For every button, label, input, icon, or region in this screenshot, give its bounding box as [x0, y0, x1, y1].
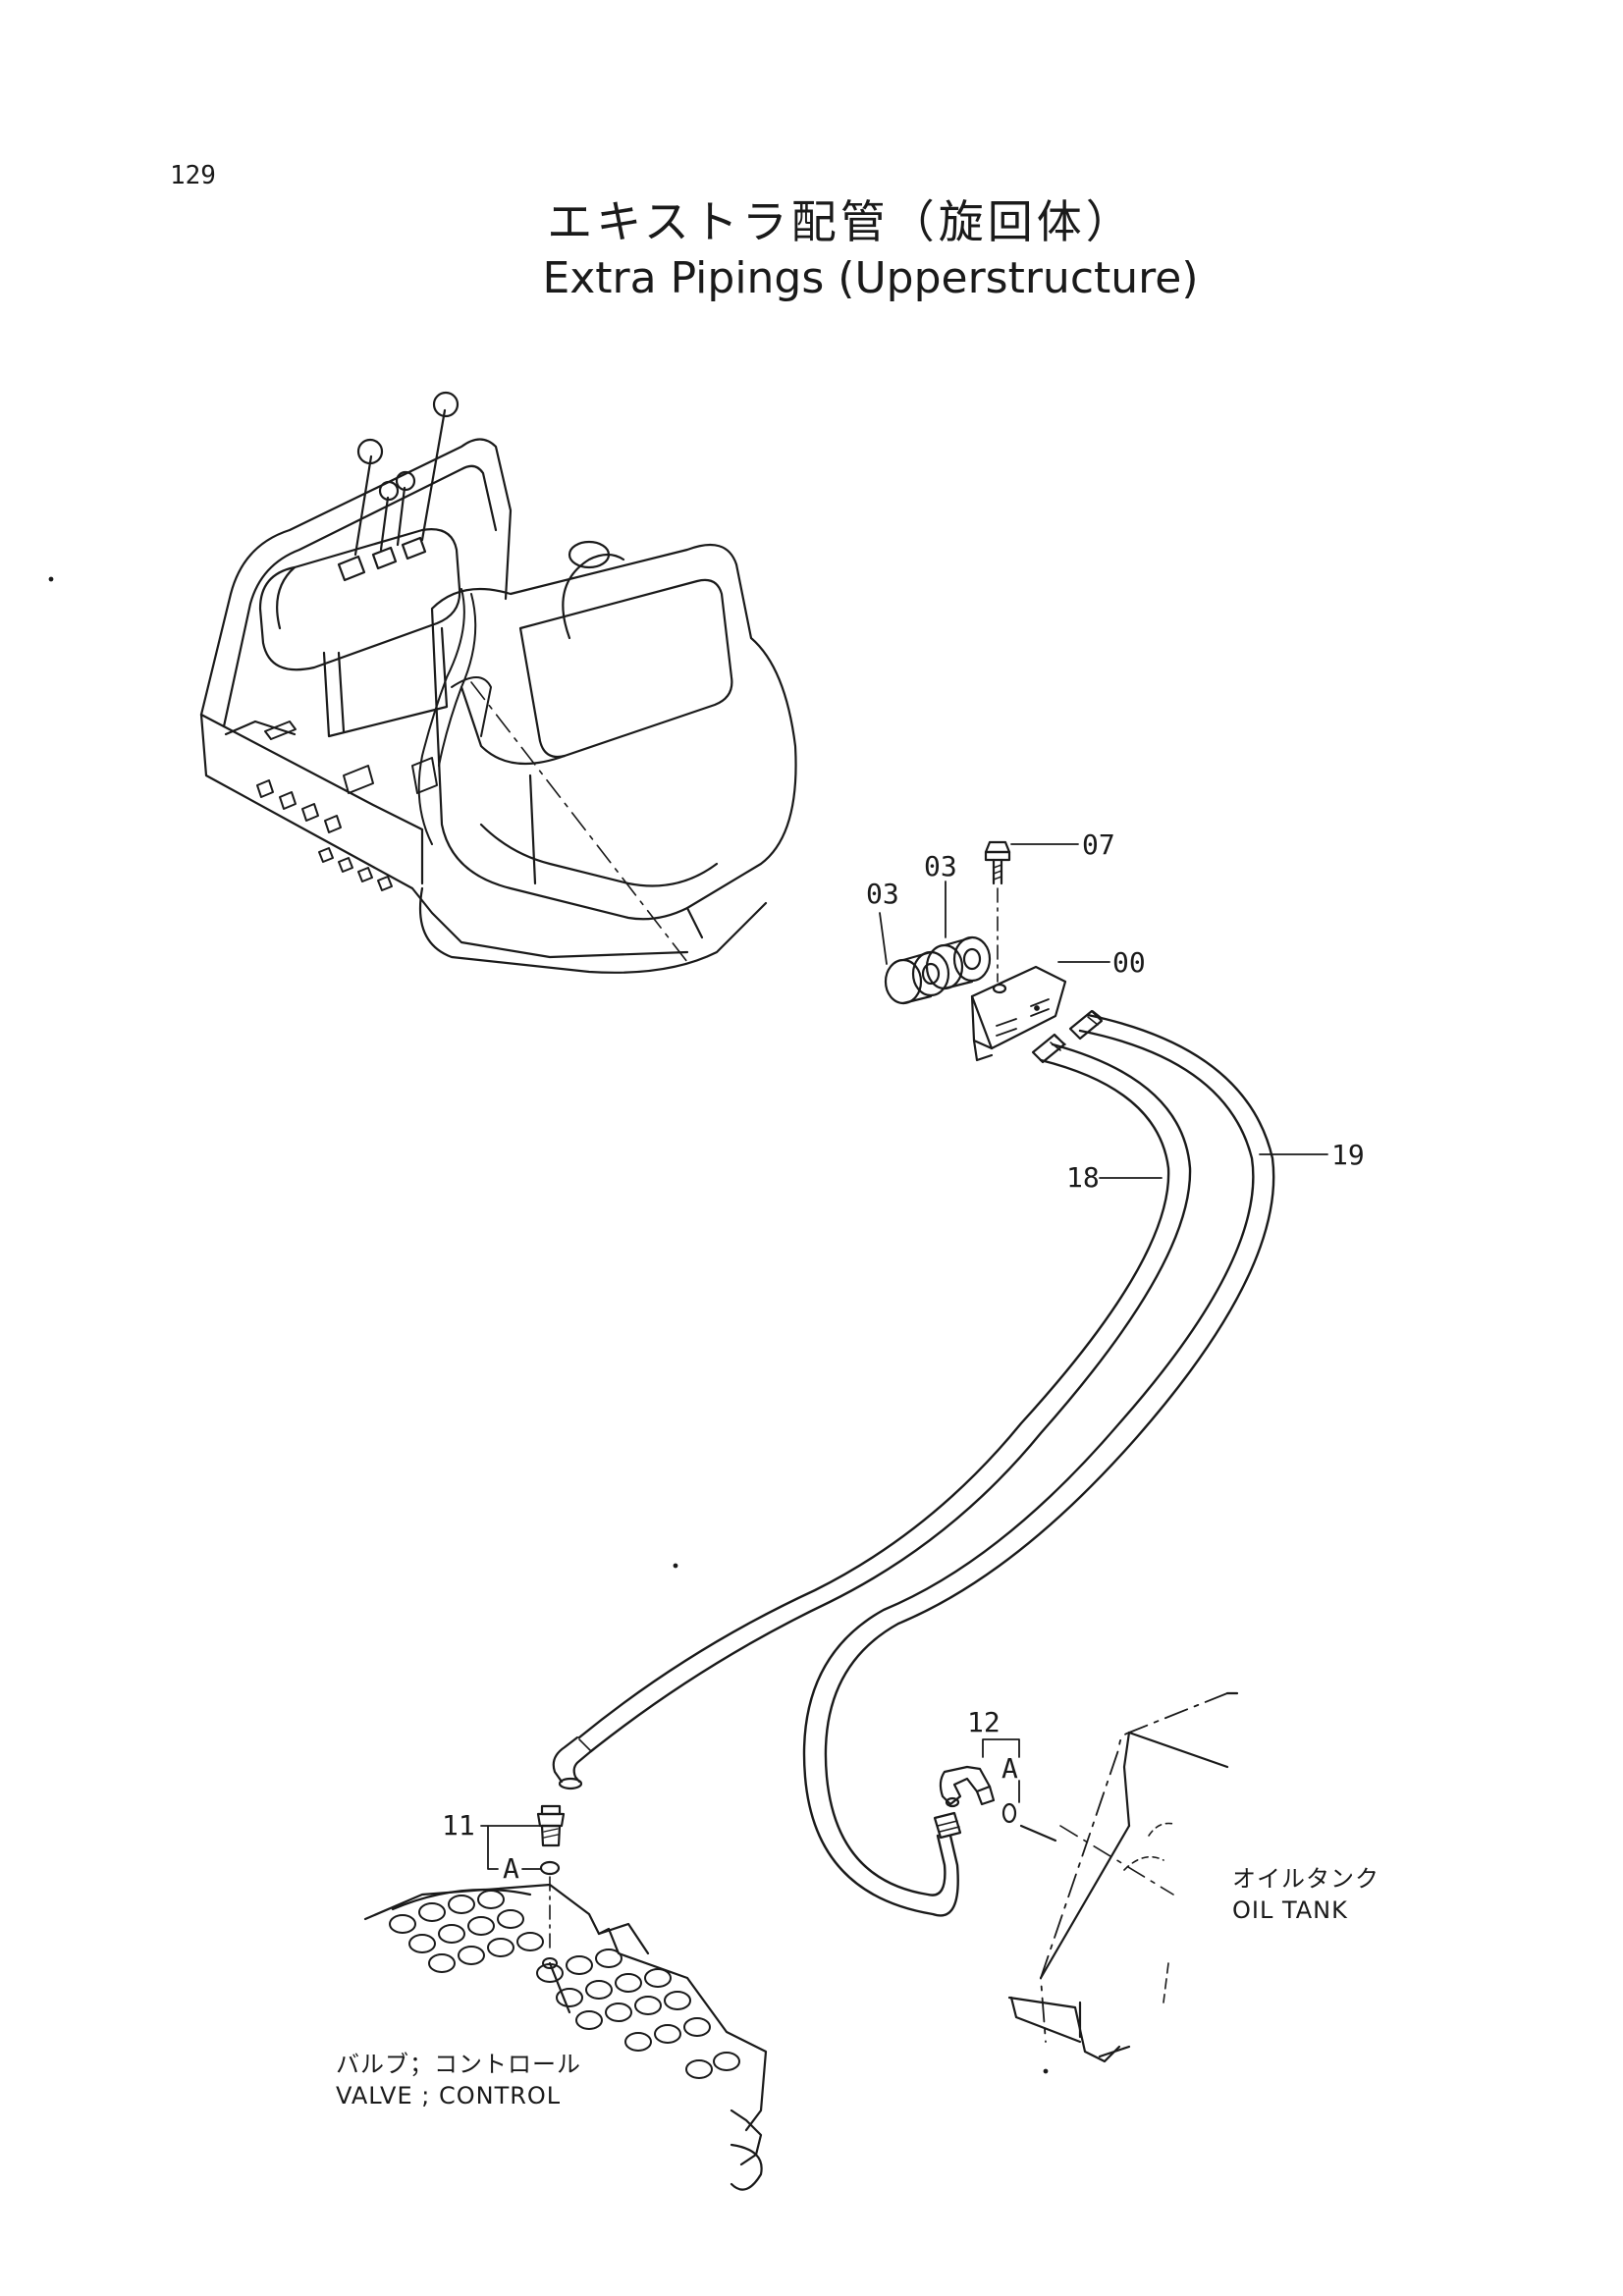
valve-label-english: VALVE ; CONTROL — [336, 2082, 562, 2109]
valve-caption: バルブ；コントロール VALVE ; CONTROL — [336, 2049, 581, 2111]
upperstructure-overview-illustration — [199, 391, 797, 974]
o-ring-lower — [539, 1860, 561, 1876]
callout-a-upper: A — [1001, 1752, 1018, 1785]
callout-18: 18 — [1066, 1161, 1100, 1194]
callout-12: 12 — [967, 1706, 1001, 1738]
page-title-japanese: エキストラ配管（旋回体） — [547, 195, 1135, 248]
adapter-fitting-11 — [536, 1804, 566, 1847]
elbow-fitting-12 — [939, 1765, 996, 1808]
hose-18 — [552, 1033, 1192, 1790]
callout-00: 00 — [1112, 946, 1146, 979]
callout-03-lower: 03 — [866, 878, 899, 910]
callout-11: 11 — [442, 1809, 475, 1842]
o-ring-upper — [1001, 1802, 1017, 1824]
page-number: 129 — [170, 161, 216, 190]
callout-a-lower: A — [503, 1852, 519, 1885]
callout-07: 07 — [1082, 828, 1115, 861]
oil-tank-caption: オイルタンク OIL TANK — [1232, 1863, 1380, 1926]
oil-tank-illustration — [1007, 1691, 1239, 2063]
callout-bracket-11 — [480, 1825, 551, 1954]
callout-19: 19 — [1331, 1139, 1365, 1171]
callout-bracket-12 — [982, 1738, 1020, 1803]
oil-tank-label-japanese: オイルタンク — [1232, 1865, 1380, 1893]
page-title-english: Extra Pipings (Upperstructure) — [542, 253, 1199, 303]
valve-label-japanese: バルブ；コントロール — [336, 2051, 581, 2078]
callout-03-upper: 03 — [924, 850, 957, 882]
bracket-assembly-illustration — [884, 840, 1067, 1062]
oil-tank-label-english: OIL TANK — [1232, 1896, 1348, 1924]
control-valve-illustration — [363, 1883, 768, 2191]
hose-19 — [802, 1009, 1275, 1917]
callout-leader-lines — [48, 576, 1328, 2074]
